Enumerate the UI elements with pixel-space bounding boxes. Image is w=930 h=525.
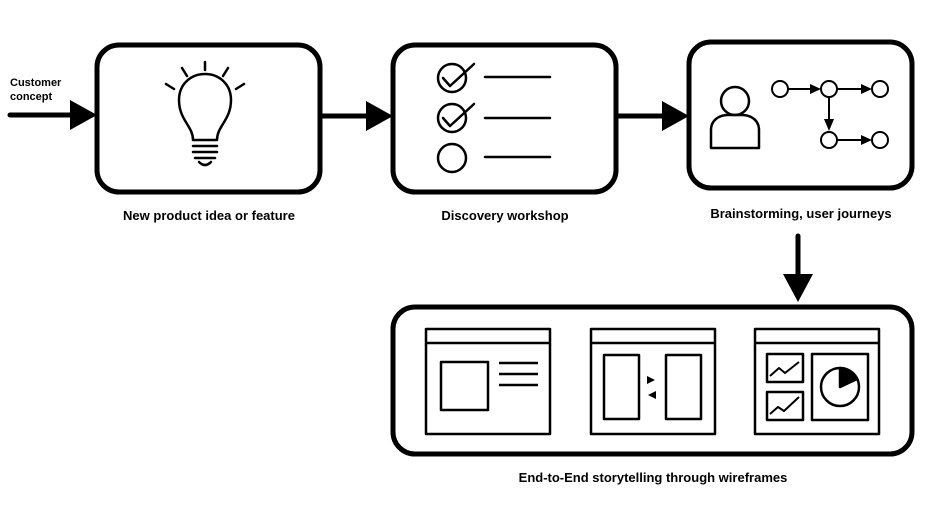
step-label-workshop: Discovery workshop: [441, 208, 569, 223]
wireframe-compare-icon: [589, 327, 717, 436]
brainstorming-box: [686, 39, 915, 191]
wireframes-box: [390, 304, 915, 457]
connector-arrow-2: [613, 101, 689, 131]
customer-concept-label: Customer concept: [10, 77, 62, 103]
connector-arrow-1: [317, 101, 393, 131]
user-journey-flow-icon: [771, 80, 889, 149]
lightbulb-icon: [164, 60, 246, 167]
input-arrow: [7, 100, 97, 130]
idea-box: [94, 42, 323, 195]
wireframe-image-text-icon: [424, 327, 552, 436]
step-label-brainstorming: Brainstorming, user journeys: [710, 206, 892, 221]
checklist-icon: [436, 62, 552, 174]
step-label-wireframes: End-to-End storytelling through wirefram…: [518, 470, 788, 485]
wireframe-dashboard-icon: [753, 327, 881, 436]
user-icon: [709, 85, 761, 150]
step-label-idea: New product idea or feature: [123, 208, 295, 223]
connector-arrow-down: [783, 233, 813, 302]
